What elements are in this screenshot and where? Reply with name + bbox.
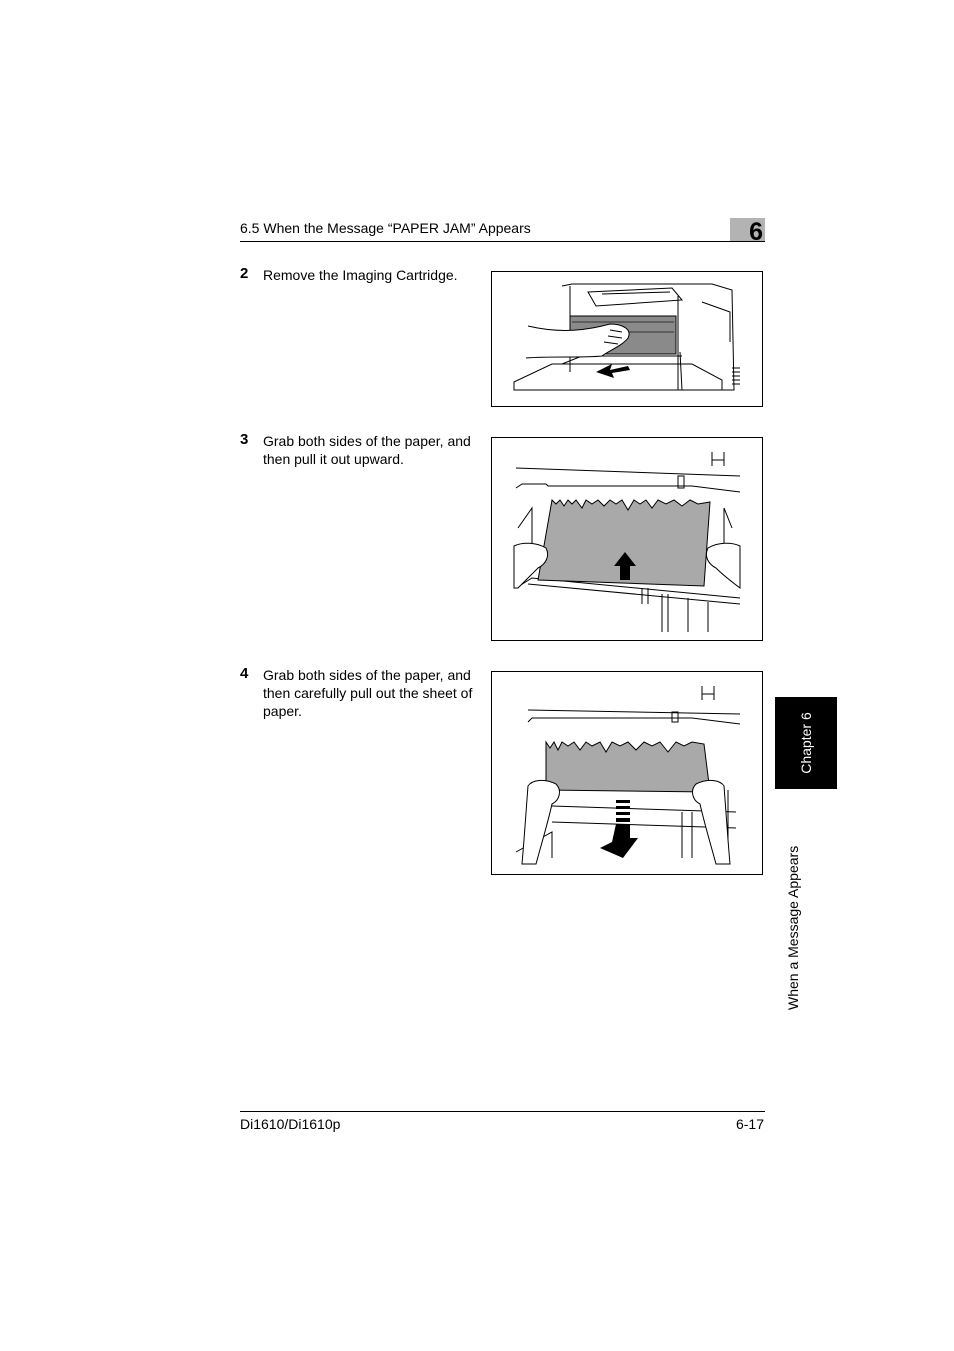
figure-remove-cartridge (491, 271, 763, 407)
step-number: 4 (240, 665, 249, 682)
step-text: Remove the Imaging Cartridge. (263, 267, 458, 283)
illustration-pull-upward (513, 452, 741, 632)
figure-pull-out (491, 671, 763, 875)
figure-pull-upward (491, 437, 763, 641)
illustration-pull-out (515, 686, 741, 865)
footer-page-number: 6-17 (735, 1116, 764, 1132)
step-number: 2 (240, 265, 249, 282)
step-text: Grab both sides of the paper, and then p… (263, 433, 471, 467)
chapter-number: 6 (749, 218, 763, 246)
footer-model: Di1610/Di1610p (240, 1116, 341, 1132)
header-rule (240, 241, 765, 242)
step-number: 3 (240, 431, 249, 448)
section-side-label-text: When a Message Appears (785, 845, 801, 1010)
illustration-cartridge (513, 283, 740, 391)
chapter-tab-label: Chapter 6 (798, 712, 814, 774)
chapter-tab: Chapter 6 (775, 697, 837, 789)
footer-rule (240, 1111, 765, 1112)
section-title: 6.5 When the Message “PAPER JAM” Appears (240, 220, 531, 236)
step-text: Grab both sides of the paper, and then c… (263, 667, 473, 719)
chapter-number-box: 6 (730, 218, 765, 246)
section-side-label: When a Message Appears (780, 800, 806, 1010)
